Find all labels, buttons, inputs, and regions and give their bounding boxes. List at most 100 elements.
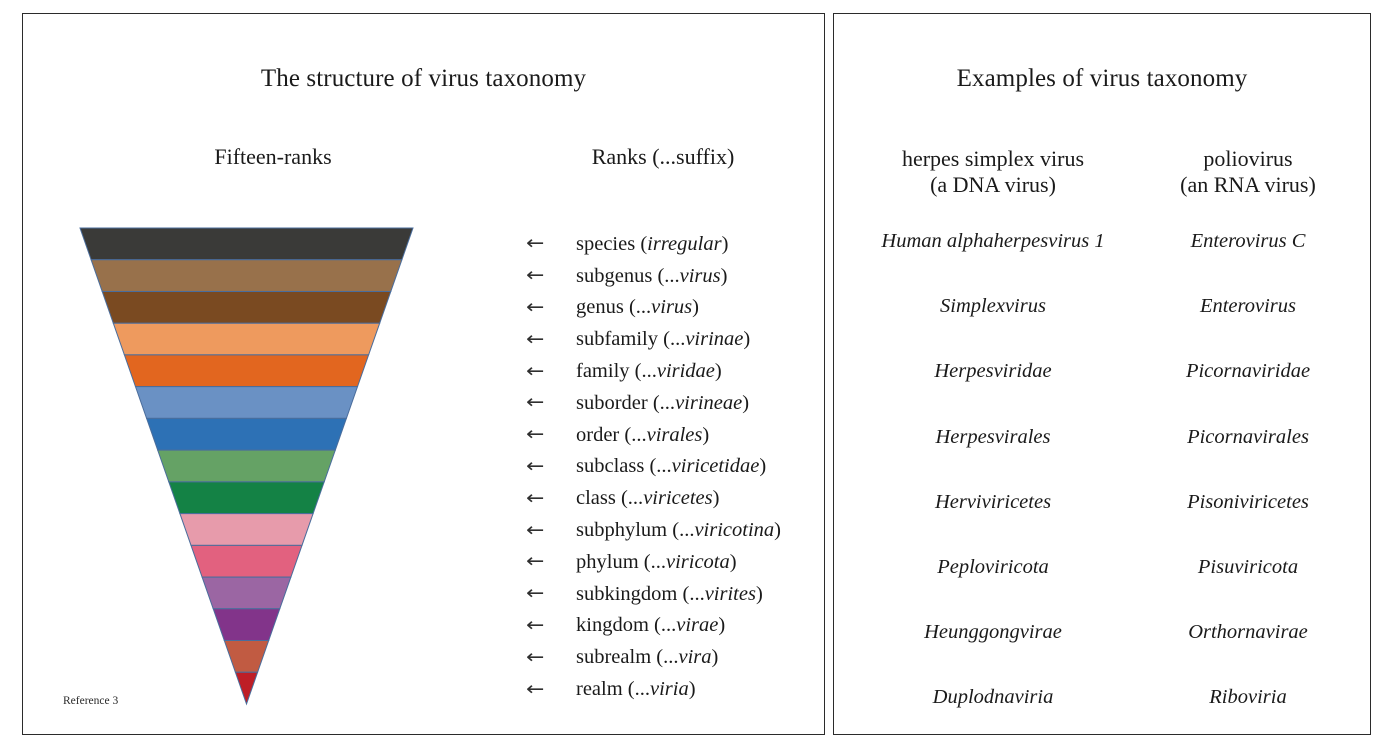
funnel-band-subrealm (223, 640, 270, 673)
funnel-band-subgenus (90, 259, 403, 292)
taxon-name-cell: Human alphaherpesvirus 1 (881, 230, 1105, 252)
rank-suffix: virites (704, 582, 756, 605)
rank-name: suborder (576, 391, 648, 414)
rank-row: ← subfamily (...virinae) (518, 323, 818, 355)
left-arrow-icon: ← (526, 232, 545, 255)
rank-suffix: viricetidae (671, 455, 760, 478)
rank-suffix: virus (651, 296, 693, 319)
funnel-band-subclass (156, 449, 337, 483)
rank-label: subfamily (...virinae) (576, 328, 751, 351)
left-arrow-icon: ← (526, 550, 545, 573)
rank-name: subgenus (576, 264, 653, 287)
rank-name: class (576, 487, 616, 510)
rank-name: subphylum (576, 519, 668, 542)
left-arrow-icon: ← (526, 327, 545, 350)
inverted-triangle-funnel-diagram (79, 227, 414, 706)
rank-name: realm (576, 678, 623, 701)
left-arrow-icon: ← (526, 295, 545, 318)
funnel-band-realm (234, 671, 259, 706)
rank-row: ←order (...virales) (518, 419, 818, 451)
rank-label: subgenus (...virus) (576, 264, 728, 287)
rank-row: ← subclass (...viricetidae) (518, 451, 818, 483)
rank-label: phylum (...viricota) (576, 550, 737, 573)
funnel-band-species (79, 227, 414, 261)
rank-row: ← phylum (...viricota) (518, 546, 818, 578)
rank-label: realm (...viria) (576, 678, 696, 701)
funnel-band-class (168, 481, 325, 515)
taxon-name-cell: Enterovirus (1199, 295, 1297, 318)
rank-suffix: virinae (685, 328, 744, 351)
taxon-name-cell: Pisuviricota (1197, 555, 1299, 578)
funnel-band-suborder (134, 386, 359, 419)
right-panel: Examples of virus taxonomy herpes simple… (833, 13, 1371, 735)
rank-label: order (...virales) (576, 423, 710, 446)
funnel-band-subkingdom (201, 576, 292, 610)
rank-suffix: viricetes (643, 487, 713, 510)
funnel-band-family (123, 354, 370, 388)
taxon-name-cell: Orthornavirae (1188, 621, 1308, 644)
taxon-name-cell: Herpesvirales (935, 425, 1051, 448)
left-arrow-icon: ← (526, 677, 545, 700)
rank-row: ← subgenus (...virus) (518, 260, 818, 292)
rank-label: subclass (...viricetidae) (576, 455, 767, 478)
left-arrow-icon: ← (526, 518, 545, 541)
left-arrow-icon: ← (526, 359, 545, 382)
example-heading-line-1: poliovirus (1203, 146, 1293, 171)
rank-row: ← family (...viridae) (518, 355, 818, 387)
taxon-name-cell: Herviviricetes (934, 490, 1052, 513)
rank-label: family (...viridae) (576, 360, 722, 383)
taxon-name-cell: Duplodnaviria (932, 686, 1054, 709)
rank-label: class (...viricetes) (576, 487, 720, 510)
rank-label: subkingdom (...virites) (576, 582, 763, 605)
rank-name: genus (576, 296, 624, 319)
right-panel-title: Examples of virus taxonomy (956, 65, 1248, 92)
rank-label: species (irregular) (576, 232, 729, 255)
rank-name: subrealm (576, 646, 652, 669)
left-arrow-icon: ← (526, 454, 545, 477)
rank-suffix: virales (646, 423, 703, 446)
rank-row: ←subrealm (...vira) (518, 641, 818, 673)
rank-row: ← suborder (...virineae) (518, 387, 818, 419)
rank-name: family (576, 360, 630, 383)
example-column-heading-herpes: herpes simplex virus(a DNA virus) (848, 146, 1138, 198)
rank-suffix: virae (676, 614, 719, 637)
rank-label: genus (...virus) (576, 296, 699, 319)
example-heading-line-1: herpes simplex virus (901, 146, 1085, 171)
rank-label: subphylum (...viricotina) (576, 519, 781, 542)
funnel-band-phylum (190, 544, 303, 578)
funnel-band-subphylum (179, 513, 314, 546)
left-panel-title: The structure of virus taxonomy (260, 65, 587, 92)
rank-name: subclass (576, 455, 645, 478)
taxon-name-cell: Riboviria (1209, 686, 1287, 709)
rank-suffix: viricotina (694, 519, 775, 542)
taxon-name-cell: Heunggongvirae (924, 621, 1062, 644)
funnel-band-kingdom (212, 608, 281, 642)
left-panel: The structure of virus taxonomy Fifteen-… (22, 13, 825, 735)
rank-list: ← species (irregular) ← subgenus (...virus)… (518, 228, 818, 705)
rank-row: ← subphylum (...viricotina) (518, 514, 818, 546)
rank-suffix: virineae (675, 391, 743, 414)
rank-name: phylum (576, 550, 639, 573)
rank-name: subkingdom (576, 582, 678, 605)
taxon-name-cell: Pisoniviricetes (1187, 490, 1309, 513)
rank-suffix: vira (678, 646, 712, 669)
left-arrow-icon: ← (526, 391, 545, 414)
left-arrow-icon: ← (526, 264, 545, 287)
rank-label: suborder (...virineae) (576, 391, 750, 414)
rank-name: species (576, 232, 636, 255)
rank-name: order (576, 423, 620, 446)
rank-name: subfamily (576, 328, 658, 351)
left-arrow-icon: ← (526, 645, 545, 668)
funnel-band-subfamily (112, 322, 381, 356)
taxon-name-cell: Simplexvirus (940, 295, 1046, 318)
column-heading-ranks-suffix: Ranks (...suffix) (591, 144, 735, 169)
reference-note: Reference 3 (63, 695, 119, 707)
rank-suffix: irregular (647, 232, 722, 255)
left-arrow-icon: ← (526, 486, 545, 509)
rank-row: ← class (...viricetes) (518, 482, 818, 514)
taxon-name-cell: Herpesviridae (934, 360, 1052, 383)
left-arrow-icon: ← (526, 613, 545, 636)
rank-row: ←kingdom (...virae) (518, 610, 818, 642)
rank-suffix: viricota (665, 550, 730, 573)
